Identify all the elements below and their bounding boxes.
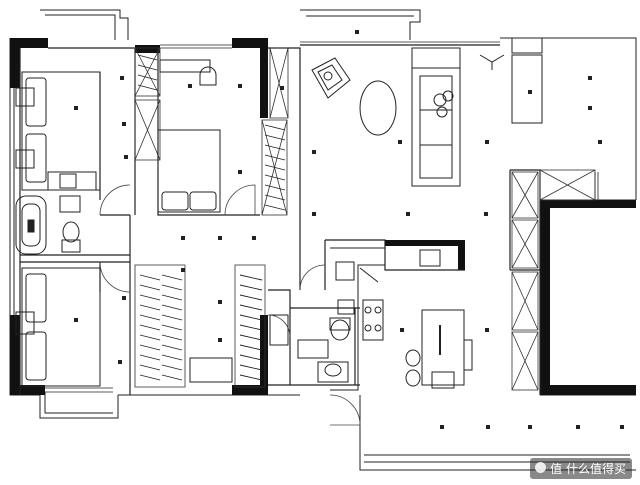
basins — [47, 171, 329, 359]
sofa — [411, 47, 461, 187]
coffee-table-oval — [359, 80, 397, 136]
thick-walls — [10, 38, 636, 395]
stove — [362, 299, 384, 341]
hanging-rails — [137, 54, 286, 381]
double-bed-top — [15, 71, 101, 191]
watermark-logo-icon — [535, 462, 547, 473]
kitchen-counter — [330, 247, 441, 391]
watermark-text: 值 什么值得买 — [550, 462, 626, 476]
ceiling-lights — [74, 30, 624, 429]
armchair — [311, 57, 351, 99]
bathtub — [15, 195, 47, 255]
double-bed-bottom — [15, 267, 101, 387]
double-bed-master — [157, 59, 221, 213]
dining-table — [405, 309, 473, 389]
bench — [189, 357, 233, 383]
watermark: 值 什么值得买 — [530, 458, 632, 479]
toilet — [61, 221, 351, 383]
doors — [99, 184, 361, 426]
wardrobes — [134, 47, 596, 391]
windows — [45, 41, 599, 393]
interior-walls — [19, 44, 541, 395]
tv-cabinet — [479, 37, 543, 124]
